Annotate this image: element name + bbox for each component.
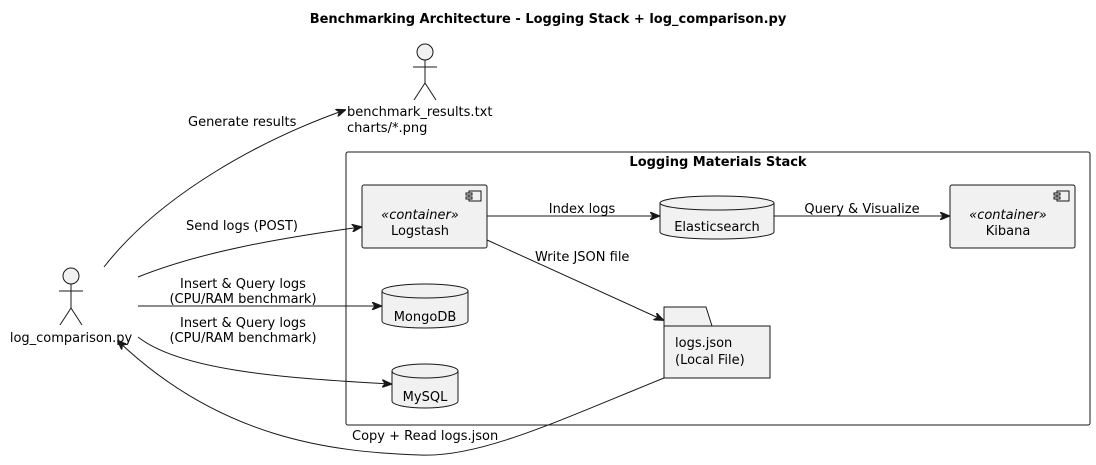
mongodb-database: MongoDB	[381, 283, 469, 329]
edge-insert-mysql: Insert & Query logs (CPU/RAM benchmark)	[137, 316, 391, 384]
edge-send-logs: Send logs (POST)	[137, 219, 361, 278]
results-actor: benchmark_results.txt charts/*.png	[347, 43, 492, 136]
mysql-database: MySQL	[391, 363, 459, 409]
mysql-label: MySQL	[403, 390, 448, 405]
edge-generate-results-label: Generate results	[188, 115, 297, 130]
results-actor-label-2: charts/*.png	[347, 121, 427, 136]
edge-write-json-label: Write JSON file	[535, 250, 629, 265]
edge-index-logs: Index logs	[487, 202, 659, 217]
elasticsearch-label: Elasticsearch	[674, 220, 760, 235]
kibana-stereotype: «container»	[969, 208, 1047, 223]
edge-insert-mongodb: Insert & Query logs (CPU/RAM benchmark)	[138, 277, 381, 307]
logstash-stereotype: «container»	[381, 208, 459, 223]
edge-query-visualize-label: Query & Visualize	[804, 202, 919, 217]
logs-json-label-2: (Local File)	[675, 353, 745, 368]
logging-stack-frame: Logging Materials Stack	[345, 151, 1091, 426]
client-actor: log_comparison.py	[10, 267, 133, 346]
edge-generate-results: Generate results	[103, 110, 345, 268]
kibana-component: «container» Kibana	[949, 184, 1076, 249]
edge-write-json: Write JSON file	[486, 239, 663, 320]
results-actor-label-1: benchmark_results.txt	[347, 105, 492, 120]
logging-stack-title: Logging Materials Stack	[629, 155, 807, 170]
edge-copy-read-label: Copy + Read logs.json	[352, 429, 498, 444]
edge-insert-mongodb-label-1: Insert & Query logs	[180, 277, 306, 292]
logs-json-label-1: logs.json	[675, 336, 732, 351]
mongodb-label: MongoDB	[394, 310, 457, 325]
edge-insert-mysql-label-2: (CPU/RAM benchmark)	[169, 331, 316, 346]
edge-insert-mysql-label-1: Insert & Query logs	[180, 316, 306, 331]
elasticsearch-database: Elasticsearch	[659, 195, 775, 240]
edge-insert-mongodb-label-2: (CPU/RAM benchmark)	[169, 292, 316, 307]
logstash-label: Logstash	[391, 224, 449, 239]
edge-index-logs-label: Index logs	[549, 202, 616, 217]
edge-query-visualize: Query & Visualize	[774, 202, 949, 217]
logstash-component: «container» Logstash	[361, 184, 488, 249]
client-actor-label: log_comparison.py	[10, 331, 133, 346]
logs-json-folder: logs.json (Local File)	[663, 306, 771, 379]
edge-copy-read: Copy + Read logs.json	[118, 341, 665, 456]
kibana-label: Kibana	[986, 224, 1031, 239]
edge-send-logs-label: Send logs (POST)	[186, 219, 298, 234]
diagram-title: Benchmarking Architecture - Logging Stac…	[310, 12, 787, 27]
